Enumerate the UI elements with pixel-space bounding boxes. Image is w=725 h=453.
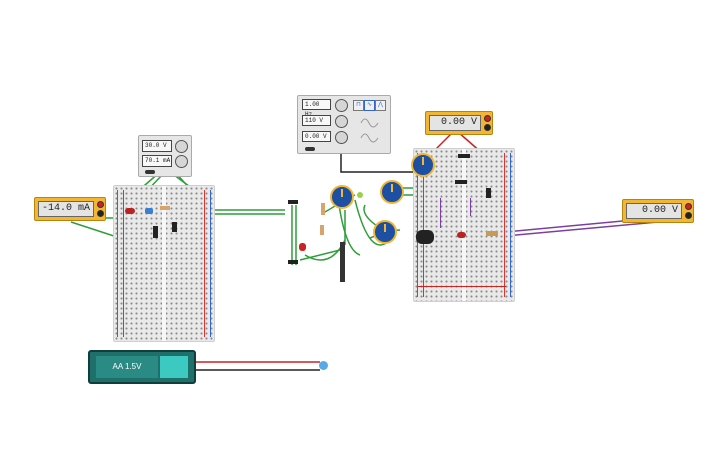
diode[interactable] [458, 154, 470, 158]
current-knob[interactable] [175, 155, 188, 168]
voltmeter-right-reading: 0.00 V [626, 203, 682, 219]
voltmeter-top-reading: 0.00 V [429, 115, 481, 131]
jack-positive[interactable] [97, 201, 104, 208]
pin-header[interactable] [340, 242, 345, 282]
transistor[interactable] [455, 180, 467, 184]
resistor[interactable] [321, 203, 325, 215]
resistor[interactable] [320, 225, 324, 235]
capacitor-blue[interactable] [145, 208, 153, 214]
rail-red [117, 190, 118, 337]
transistor[interactable] [486, 188, 491, 198]
waveform-preview-icon [360, 118, 379, 143]
frequency-knob[interactable] [335, 99, 348, 112]
amplitude-display: 110 V [302, 115, 331, 126]
generator-terminal[interactable] [305, 147, 315, 151]
frequency-display: 1.00 Hz [302, 99, 331, 118]
potentiometer[interactable] [411, 153, 435, 177]
jack-negative[interactable] [685, 212, 692, 219]
rail-red [417, 153, 418, 297]
voltmeter-top[interactable]: 0.00 V [425, 111, 493, 135]
led-red[interactable] [457, 232, 466, 238]
capacitor-electrolytic[interactable] [416, 230, 434, 244]
rail-red [204, 190, 205, 337]
battery-aa[interactable]: AA 1.5V [88, 350, 196, 384]
ic-chip[interactable] [153, 226, 158, 238]
rail-blue [510, 153, 511, 297]
breadboard-trench [462, 149, 466, 301]
potentiometer[interactable] [380, 180, 404, 204]
jumper-red[interactable] [418, 286, 506, 287]
rail-blue [210, 190, 211, 337]
led-blue[interactable] [319, 361, 328, 370]
battery-positive-end [160, 356, 188, 378]
resistor[interactable] [160, 206, 170, 210]
jack-positive[interactable] [685, 203, 692, 210]
ammeter-left[interactable]: -14.0 mA [34, 197, 106, 221]
function-generator: 1.00 Hz 110 V 0.00 V ⊓ ∿ ⋀ [297, 95, 391, 154]
rail-blue [123, 190, 124, 337]
battery-label: AA 1.5V [96, 356, 158, 378]
voltmeter-right[interactable]: 0.00 V [622, 199, 694, 223]
switch-bar[interactable] [288, 200, 298, 204]
rail-blue [423, 153, 424, 297]
sine-wave-button[interactable]: ∿ [364, 100, 375, 111]
breadboard-trench [162, 186, 166, 341]
jack-negative[interactable] [97, 210, 104, 217]
square-wave-button[interactable]: ⊓ [353, 100, 364, 111]
led-red[interactable] [125, 208, 135, 214]
supply-voltage-display: 30.0 V [142, 140, 172, 152]
supply-current-display: 70.1 mA [142, 155, 172, 167]
battery-wires[interactable] [193, 361, 320, 371]
voltage-knob[interactable] [175, 140, 188, 153]
switch-bar[interactable] [288, 260, 298, 264]
supply-terminal[interactable] [145, 170, 155, 174]
resistor[interactable] [486, 231, 498, 236]
rail-red [504, 153, 505, 297]
potentiometer[interactable] [330, 185, 354, 209]
jack-positive[interactable] [484, 115, 491, 122]
offset-knob[interactable] [335, 131, 348, 144]
led-green[interactable] [357, 192, 363, 198]
jumper-purple[interactable] [470, 198, 471, 216]
led-red[interactable] [299, 243, 306, 251]
power-supply: 30.0 V 70.1 mA [138, 135, 192, 177]
jack-negative[interactable] [484, 124, 491, 131]
jumper-purple[interactable] [440, 198, 441, 228]
ic-chip[interactable] [172, 222, 177, 232]
amplitude-knob[interactable] [335, 115, 348, 128]
offset-display: 0.00 V [302, 131, 331, 142]
potentiometer[interactable] [373, 220, 397, 244]
triangle-wave-button[interactable]: ⋀ [375, 100, 386, 111]
ammeter-reading: -14.0 mA [38, 201, 94, 217]
